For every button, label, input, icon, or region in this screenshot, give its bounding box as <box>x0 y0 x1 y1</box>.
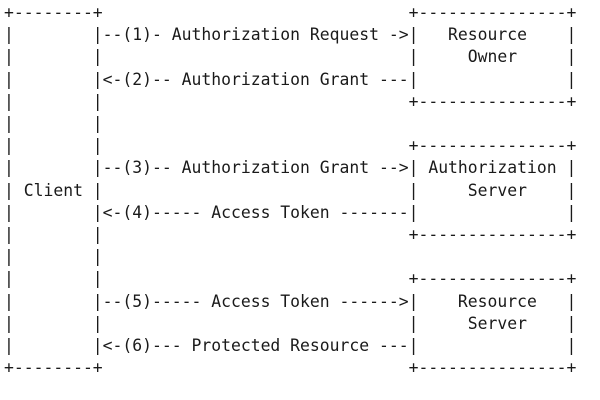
diagram-line-access-token-request: | |--(5)----- Access Token ------>| Reso… <box>4 291 577 311</box>
diagram-line-authorization-server-bottom: | | +---------------+ <box>4 225 577 245</box>
diagram-line-resource-server-label: | | | Server | <box>4 313 577 333</box>
oauth-flow-ascii-diagram: +--------+ +---------------+ | |--(1)- A… <box>4 2 576 379</box>
diagram-line-authorization-grant-response: | |<-(2)-- Authorization Grant ---| | <box>4 69 577 89</box>
diagram-line-resource-server-top: | | +---------------+ <box>4 269 577 289</box>
diagram-line-authorization-server-top: | | +---------------+ <box>4 136 577 156</box>
diagram-line-spacer-2: | | <box>4 247 103 267</box>
diagram-line-authorization-grant-request: | |--(3)-- Authorization Grant -->| Auth… <box>4 158 577 178</box>
diagram-line-spacer-1: | | <box>4 114 103 134</box>
diagram-line-protected-resource-response: | |<-(6)--- Protected Resource ---| | <box>4 336 577 356</box>
diagram-line-authorization-request: | |--(1)- Authorization Request ->| Reso… <box>4 25 577 45</box>
diagram-line-top-borders: +--------+ +---------------+ <box>4 3 577 22</box>
diagram-line-resource-owner-label: | | | Owner | <box>4 47 577 67</box>
diagram-line-client-label: | Client | | Server | <box>4 180 577 200</box>
diagram-line-bottom-borders: +--------+ +---------------+ <box>4 358 577 378</box>
diagram-line-resource-owner-bottom: | | +---------------+ <box>4 91 577 111</box>
diagram-line-access-token-response: | |<-(4)----- Access Token -------| | <box>4 202 577 222</box>
